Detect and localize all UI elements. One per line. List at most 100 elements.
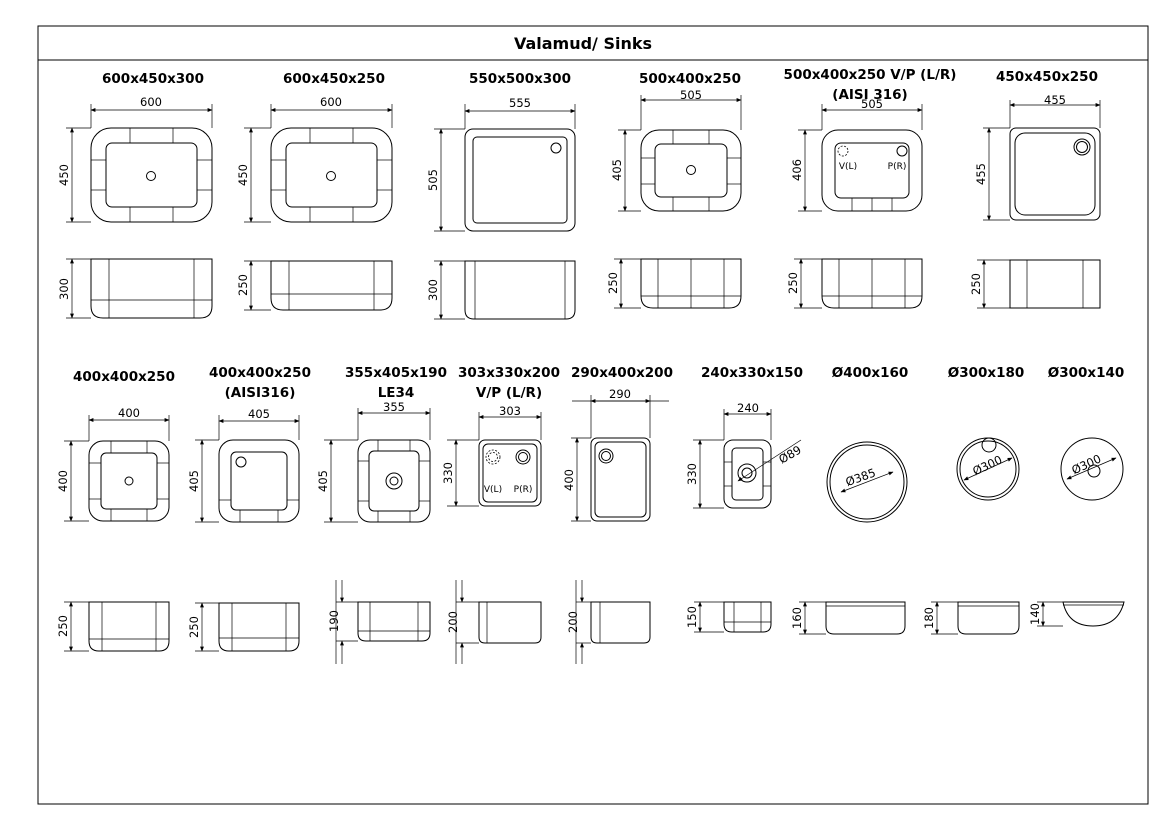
sink-side-view [821, 258, 923, 309]
drain-left-icon [488, 452, 498, 462]
sink-sublabel: (AISI316) [225, 385, 296, 401]
sink-side-view [357, 601, 431, 642]
dim-width: 400 [118, 406, 140, 420]
dim-width: 505 [680, 88, 702, 102]
sink-side-view [590, 601, 651, 644]
sink-top-view [357, 439, 431, 523]
dim-width: 505 [861, 97, 883, 111]
sink-label: Ø400x160 [832, 365, 909, 381]
sink-600x450x250: 600x450x250 600 450 250 [236, 71, 393, 311]
sink-side-view [1009, 259, 1101, 309]
drain-icon [601, 451, 611, 461]
dim-length: 405 [316, 470, 330, 492]
dim-width: 405 [248, 407, 270, 421]
drain-icon [326, 171, 336, 181]
drain-left-icon [837, 145, 849, 157]
sink-top-view [478, 439, 542, 507]
sink-top-view [590, 437, 651, 522]
sink-round-400x160: Ø400x160 Ø385 160 [790, 365, 909, 635]
dim-depth: 250 [786, 272, 800, 294]
dim-width: 555 [509, 96, 531, 110]
dim-length: 405 [187, 470, 201, 492]
dim-length: 450 [236, 164, 250, 186]
sink-top-view [640, 129, 742, 212]
tag-left: V(L) [839, 162, 857, 172]
sink-top-view [826, 441, 908, 523]
sink-label: 290x400x200 [571, 365, 673, 381]
sink-label: 355x405x190 [345, 365, 447, 381]
dim-depth: 160 [790, 607, 804, 629]
dim-depth: 200 [566, 611, 580, 633]
sink-550x500x300: 550x500x300 555 505 300 [426, 71, 576, 320]
sink-303x330x200-vp: 303x330x200 V/P (L/R) 303 330 V(L) P(R) … [441, 365, 560, 664]
drain-icon [1076, 141, 1088, 153]
dim-depth: 300 [57, 278, 71, 300]
sink-500x400x250: 500x400x250 505 405 250 [606, 71, 742, 309]
dim-width: 303 [499, 404, 521, 418]
sink-top-view [88, 440, 170, 522]
dim-diameter: Ø300 [970, 452, 1004, 478]
dim-diameter: Ø385 [844, 465, 878, 489]
dim-depth: 250 [969, 273, 983, 295]
sink-400x400x250: 400x400x250 400 400 250 [56, 369, 175, 652]
dim-length: 330 [441, 462, 455, 484]
dim-width: 600 [140, 95, 162, 109]
drain-icon [741, 467, 753, 479]
sink-sublabel: LE34 [378, 385, 415, 401]
drain-icon [235, 456, 247, 468]
sink-round-300x140: Ø300x140 Ø300 140 [1028, 365, 1125, 627]
sink-side-view [464, 260, 576, 320]
drain-icon [146, 171, 156, 181]
tag-right: P(R) [514, 485, 533, 495]
dim-length: 450 [57, 164, 71, 186]
sink-label: 550x500x300 [469, 71, 571, 87]
dim-length: 505 [426, 169, 440, 191]
sink-side-view [218, 602, 300, 652]
sink-top-view [723, 439, 772, 509]
sink-600x450x300: 600x450x300 600 450 300 [57, 71, 213, 319]
sink-label: 500x400x250 V/P (L/R) [784, 67, 957, 83]
sink-top-view [1009, 127, 1101, 221]
tag-right: P(R) [888, 162, 907, 172]
sink-side-view [90, 258, 213, 319]
tap-hole-icon [981, 437, 997, 453]
sink-side-view [1062, 601, 1125, 627]
dim-width: 355 [383, 400, 405, 414]
tag-left: V(L) [484, 485, 502, 495]
dim-width: 455 [1044, 93, 1066, 107]
sink-label: 400x400x250 [209, 365, 311, 381]
sink-side-view [88, 601, 170, 652]
sink-400x400x250-aisi316: 400x400x250 (AISI316) 405 405 250 [187, 365, 311, 652]
dim-depth: 150 [685, 606, 699, 628]
sink-side-view [723, 601, 772, 633]
drain-right-icon [896, 145, 908, 157]
sink-sublabel: (AISI 316) [832, 87, 907, 103]
drain-icon [550, 142, 562, 154]
sink-side-view [825, 601, 906, 635]
sink-round-300x180: Ø300x180 Ø300 180 [922, 365, 1025, 635]
sink-top-view [270, 127, 393, 223]
sink-290x400x200: 290x400x200 290 400 200 [562, 365, 673, 664]
drain-icon [389, 476, 399, 486]
sink-500x400x250-vp-aisi316: 500x400x250 V/P (L/R) (AISI 316) 505 406… [784, 67, 957, 309]
sink-label: Ø300x180 [948, 365, 1025, 381]
dim-width: 600 [320, 95, 342, 109]
dim-length: 400 [56, 470, 70, 492]
dim-depth: 250 [56, 615, 70, 637]
sink-side-view [478, 601, 542, 644]
sink-label: 600x450x300 [102, 71, 204, 87]
sink-top-view [464, 128, 576, 232]
sink-side-view [640, 258, 742, 309]
sheet-title: Valamud/ Sinks [514, 34, 652, 53]
sink-top-view [1060, 437, 1124, 501]
dim-depth: 300 [426, 279, 440, 301]
dim-depth: 190 [327, 610, 341, 632]
dim-depth: 200 [446, 611, 460, 633]
dim-width: 290 [609, 387, 631, 401]
sink-355x405x190-le34: 355x405x190 LE34 355 405 190 [316, 365, 447, 664]
dim-diameter: Ø300 [1069, 451, 1103, 477]
sink-label: 500x400x250 [639, 71, 741, 87]
dim-length: 405 [610, 159, 624, 181]
dim-drain: Ø89 [776, 443, 804, 467]
